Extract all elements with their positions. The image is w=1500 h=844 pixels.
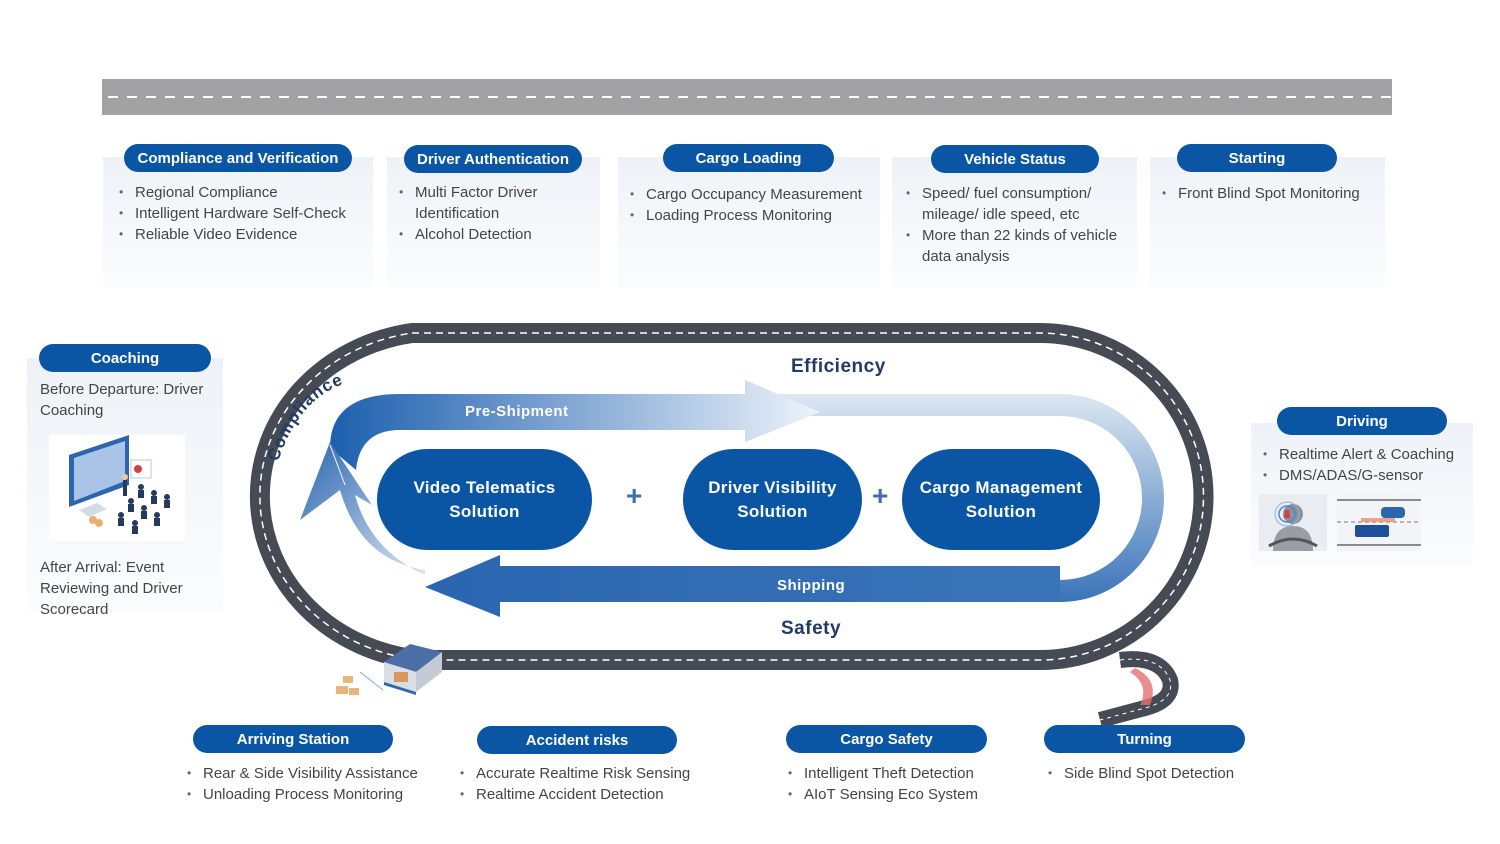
solution-line2: Solution [449, 501, 520, 521]
list-item: Realtime Alert & Coaching [1261, 444, 1476, 465]
list-item: AIoT Sensing Eco System [786, 784, 1016, 805]
list-starting: Front Blind Spot Monitoring [1160, 183, 1385, 204]
classroom-training-icon [49, 435, 185, 541]
list-compliance-verification: Regional Compliance Intelligent Hardware… [117, 182, 377, 245]
after-shipment-arrow [300, 442, 425, 575]
efficiency-label: Efficiency [791, 356, 886, 377]
pre-shipment-label: Pre-Shipment [465, 403, 569, 420]
list-arriving-station: Rear & Side Visibility Assistance Unload… [185, 763, 435, 805]
list-item: Intelligent Hardware Self-Check [117, 203, 377, 224]
solution-line1: Video Telematics [413, 477, 556, 497]
coaching-before-text: Before Departure: Driver Coaching [40, 381, 204, 419]
plus-icon: + [626, 480, 643, 511]
card-starting [1150, 157, 1385, 289]
list-item: Intelligent Theft Detection [786, 763, 1016, 784]
lane-adas-icon [1337, 494, 1421, 551]
cargo-boxes-icon [336, 676, 359, 695]
connector-line [359, 671, 384, 691]
solution-line1: Driver Visibility [708, 477, 837, 497]
list-cargo-loading: Cargo Occupancy Measurement Loading Proc… [628, 184, 888, 226]
list-item: Unloading Process Monitoring [185, 784, 435, 805]
list-vehicle-status: Speed/ fuel consumption/ mileage/ idle s… [904, 183, 1132, 267]
solution-line2: Solution [737, 501, 808, 521]
turning-road-marking [1099, 658, 1172, 721]
driver-monitoring-icon [1259, 494, 1327, 551]
pill-cargo-safety: Cargo Safety [786, 725, 987, 753]
pill-arriving-station: Arriving Station [193, 725, 393, 753]
arrow-highlight [329, 444, 346, 486]
pill-cargo-loading: Cargo Loading [663, 144, 834, 172]
list-item: Multi Factor Driver Identification [397, 182, 572, 224]
pill-starting: Starting [1177, 144, 1337, 172]
pre-shipment-arrow [330, 380, 820, 470]
pill-compliance-verification: Compliance and Verification [124, 144, 352, 172]
list-item: Rear & Side Visibility Assistance [185, 763, 435, 784]
shipping-arrow [425, 555, 1060, 617]
list-item: DMS/ADAS/G-sensor [1261, 465, 1476, 486]
list-item: Alcohol Detection [397, 224, 572, 245]
plus-icon: + [872, 480, 889, 511]
list-item: Front Blind Spot Monitoring [1160, 183, 1385, 204]
list-accident-risks: Accurate Realtime Risk Sensing Realtime … [458, 763, 708, 805]
road-lane-marking [102, 96, 1392, 98]
list-item: Accurate Realtime Risk Sensing [458, 763, 708, 784]
pill-vehicle-status: Vehicle Status [931, 145, 1099, 173]
pill-coaching: Coaching [39, 344, 211, 372]
list-turning: Side Blind Spot Detection [1046, 763, 1266, 784]
list-item: Speed/ fuel consumption/ mileage/ idle s… [904, 183, 1132, 225]
pill-accident-risks: Accident risks [477, 726, 677, 754]
classroom-illustration [69, 435, 170, 534]
safety-label: Safety [781, 618, 842, 639]
list-driving: Realtime Alert & Coaching DMS/ADAS/G-sen… [1261, 444, 1476, 486]
shipping-label: Shipping [777, 577, 846, 594]
pill-driving: Driving [1277, 407, 1447, 435]
list-item: Cargo Occupancy Measurement [628, 184, 888, 205]
list-item: More than 22 kinds of vehicle data analy… [904, 225, 1132, 267]
list-driver-authentication: Multi Factor Driver Identification Alcoh… [397, 182, 572, 245]
solution-line1: Cargo Management [919, 477, 1083, 497]
road-loop-lane-marking [259, 332, 1205, 661]
list-item: Reliable Video Evidence [117, 224, 377, 245]
list-item: Side Blind Spot Detection [1046, 763, 1266, 784]
list-item: Loading Process Monitoring [628, 205, 888, 226]
pill-turning: Turning [1044, 725, 1245, 753]
top-road [102, 79, 1392, 115]
list-item: Realtime Accident Detection [458, 784, 708, 805]
solution-line2: Solution [965, 501, 1037, 521]
pill-driver-authentication: Driver Authentication [404, 145, 582, 173]
coaching-after-text: After Arrival: Event Reviewing and Drive… [40, 559, 183, 618]
list-cargo-safety: Intelligent Theft Detection AIoT Sensing… [786, 763, 1016, 805]
warehouse-icon [384, 644, 442, 695]
blind-spot-zone-icon [1130, 668, 1153, 705]
list-item: Regional Compliance [117, 182, 377, 203]
